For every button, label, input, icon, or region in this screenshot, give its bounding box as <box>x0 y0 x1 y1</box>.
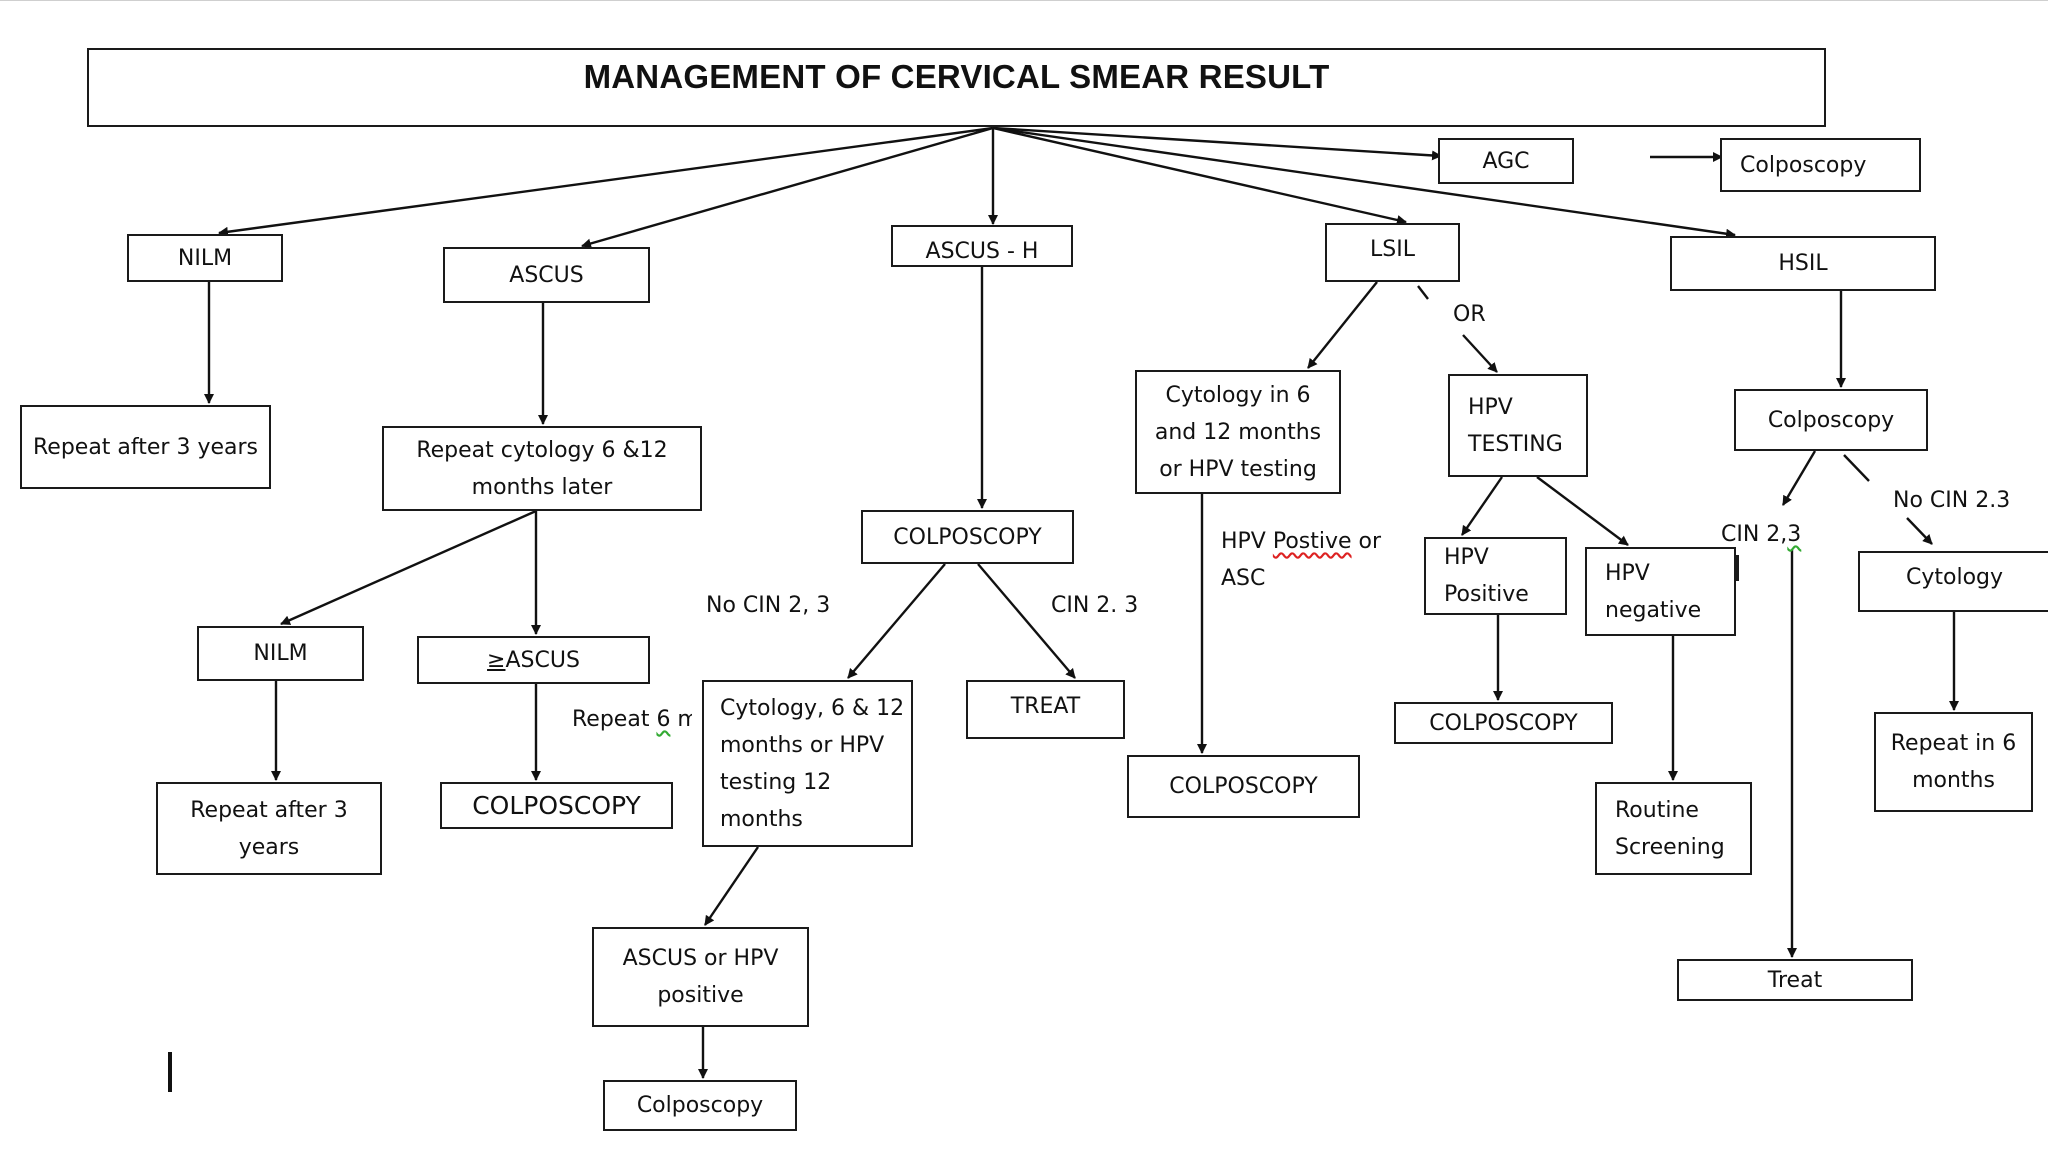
hsil-cin-label-a: CIN 2, <box>1721 522 1788 547</box>
ge-ascus-label: ≥ASCUS <box>487 642 580 679</box>
arrow-title-to-ascus <box>581 126 994 249</box>
arrow-lsil-to-or <box>1417 285 1429 300</box>
lsil-hpv-positive-note-a: HPV <box>1221 529 1273 554</box>
ascus-nilm-repeat-text: Repeat after 3 years <box>190 797 348 860</box>
hsil-treat-label: Treat <box>1767 967 1823 993</box>
ascus-box: ASCUS <box>443 247 650 303</box>
arrow-colposcopy-to-cytology <box>847 563 946 679</box>
lsil-hpv-positive-text: HPV Positive <box>1444 545 1529 607</box>
ascus-h-ascus-hpv-box: ASCUS or HPV positive <box>592 927 809 1027</box>
arrow-no-cin-to-cytology <box>1906 517 1933 545</box>
text-cursor <box>168 1052 172 1092</box>
lsil-hpv-positive-note-c: or ASC <box>1221 529 1382 591</box>
hsil-repeat-text: Repeat in 6 months <box>1890 731 2017 793</box>
arrow-lsil-to-cytology <box>1307 281 1378 369</box>
nilm-label: NILM <box>177 245 233 271</box>
ascus-repeat-note: Repeat 6 months <box>572 703 692 759</box>
ge-ascus-sign: ≥ <box>487 647 506 673</box>
ascus-h-colposcopy-label: COLPOSCOPY <box>893 524 1042 550</box>
lsil-colposcopy-box: COLPOSCOPY <box>1127 755 1360 818</box>
lsil-hpv-positive-note: HPV Postive or ASC <box>1221 523 1421 597</box>
hpv-negative-side-stroke <box>1736 555 1739 581</box>
ascus-nilm-box: NILM <box>197 626 364 681</box>
hsil-box: HSIL <box>1670 236 1936 291</box>
lsil-hpv-positive-note-b: Postive <box>1272 529 1352 554</box>
agc-box: AGC <box>1438 138 1574 184</box>
ascus-nilm-repeat-box: Repeat after 3 years <box>156 782 382 875</box>
ascus-h-cin-label: CIN 2. 3 <box>1051 593 1139 618</box>
hsil-colposcopy-box: Colposcopy <box>1734 389 1928 451</box>
ascus-repeat-cytology-text: Repeat cytology 6 &12 months later <box>416 437 668 500</box>
hsil-colposcopy-label: Colposcopy <box>1767 407 1895 433</box>
lsil-hpv-positive-colposcopy-label: COLPOSCOPY <box>1429 710 1578 736</box>
ascus-h-label: ASCUS - H <box>925 239 1039 264</box>
agc-colposcopy-box: Colposcopy <box>1720 138 1921 192</box>
hsil-treat-box: Treat <box>1677 959 1913 1001</box>
lsil-routine-text: Routine Screening <box>1615 797 1725 860</box>
hsil-cytology-label: Cytology <box>1905 565 2004 590</box>
arrow-title-to-hsil <box>992 126 1736 239</box>
arrow-title-to-lsil <box>992 126 1407 225</box>
top-border-line <box>0 0 2048 1</box>
ascus-repeat-cytology-box: Repeat cytology 6 &12 months later <box>382 426 702 511</box>
nilm-repeat-text: Repeat after 3 years <box>32 434 258 460</box>
arrow-repeat-cytology-to-nilm <box>280 509 537 626</box>
arrow-cytology-to-ascus-hpv <box>704 846 759 926</box>
lsil-hpv-positive-box: HPV Positive <box>1424 537 1567 615</box>
hsil-cin-label-b: 3 <box>1787 522 1802 547</box>
arrow-colposcopy-to-no-cin <box>1843 454 1870 482</box>
ascus-h-box: ASCUS - H <box>891 225 1073 267</box>
lsil-cytology-text: Cytology in 6 and 12 months or HPV testi… <box>1154 382 1322 482</box>
page-title: MANAGEMENT OF CERVICAL SMEAR RESULT <box>583 58 1330 95</box>
ascus-h-cytology-box: Cytology, 6 & 12 months or HPV testing 1… <box>702 680 913 847</box>
ge-ascus-text: ASCUS <box>505 647 580 673</box>
ascus-repeat-note-b: 6 <box>656 707 671 732</box>
ascus-colposcopy-label: COLPOSCOPY <box>472 791 641 820</box>
arrow-or-to-hpv-testing <box>1462 334 1498 373</box>
ascus-h-colposcopy-box: COLPOSCOPY <box>861 510 1074 564</box>
lsil-hpv-positive-colposcopy-box: COLPOSCOPY <box>1394 702 1613 744</box>
hsil-cytology-box: Cytology <box>1858 551 2048 612</box>
ascus-nilm-label: NILM <box>253 641 308 666</box>
nilm-box: NILM <box>127 234 283 282</box>
hsil-label: HSIL <box>1778 251 1828 276</box>
ascus-h-final-colposcopy-box: Colposcopy <box>603 1080 797 1131</box>
lsil-hpv-negative-text: HPV negative <box>1605 560 1702 623</box>
lsil-hpv-testing-box: HPV TESTING <box>1448 374 1588 477</box>
ascus-h-cytology-text: Cytology, 6 & 12 months or HPV testing 1… <box>720 695 905 832</box>
ascus-h-ascus-hpv-text: ASCUS or HPV positive <box>622 946 779 1008</box>
ascus-repeat-note-a: Repeat <box>572 707 657 732</box>
ge-ascus-box: ≥ASCUS <box>417 636 650 684</box>
title-box: MANAGEMENT OF CERVICAL SMEAR RESULT <box>87 48 1826 127</box>
lsil-routine-box: Routine Screening <box>1595 782 1752 875</box>
ascus-colposcopy-box: COLPOSCOPY <box>440 782 673 829</box>
lsil-box: LSIL <box>1325 223 1460 282</box>
ascus-repeat-note-c: months <box>677 707 692 732</box>
ascus-h-treat-label: TREAT <box>1010 694 1081 719</box>
agc-label: AGC <box>1482 148 1530 174</box>
arrow-title-to-agc <box>992 126 1442 161</box>
lsil-hpv-testing-text: HPV TESTING <box>1468 394 1563 457</box>
lsil-hpv-negative-box: HPV negative <box>1585 547 1736 636</box>
lsil-colposcopy-label: COLPOSCOPY <box>1169 774 1318 799</box>
arrow-hpv-testing-to-negative <box>1536 476 1629 546</box>
lsil-cytology-box: Cytology in 6 and 12 months or HPV testi… <box>1135 370 1341 494</box>
arrow-colposcopy-to-cin <box>1781 450 1817 506</box>
ascus-h-no-cin-label: No CIN 2, 3 <box>706 593 831 618</box>
ascus-label: ASCUS <box>509 262 584 288</box>
ascus-h-final-colposcopy-label: Colposcopy <box>636 1093 764 1118</box>
arrow-colposcopy-to-treat <box>977 563 1076 679</box>
lsil-label: LSIL <box>1370 237 1415 262</box>
hsil-repeat-box: Repeat in 6 months <box>1874 712 2033 812</box>
arrow-hpv-testing-to-positive <box>1461 476 1503 536</box>
ascus-h-treat-box: TREAT <box>966 680 1125 739</box>
nilm-repeat-box: Repeat after 3 years <box>20 405 271 489</box>
arrow-title-to-nilm <box>218 126 994 237</box>
hsil-cin-label: CIN 2,3 <box>1721 516 1801 553</box>
lsil-or-label: OR <box>1453 302 1486 327</box>
hsil-no-cin-label: No CIN 2.3 <box>1893 488 2011 513</box>
agc-colposcopy-label: Colposcopy <box>1740 152 1867 178</box>
